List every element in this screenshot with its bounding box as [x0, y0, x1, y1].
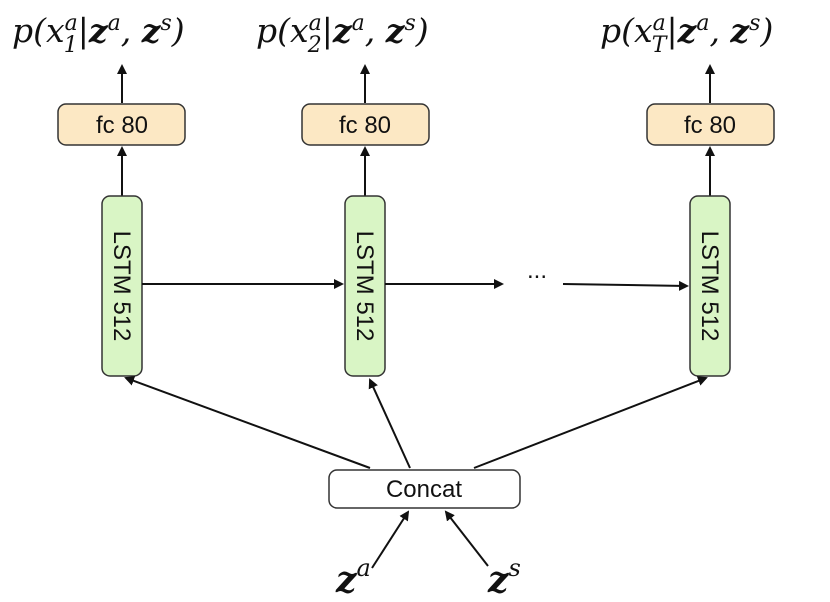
ellipsis: ...	[527, 257, 547, 284]
lstm-box-2	[344, 195, 386, 377]
lstm-block-2: LSTM 512	[344, 195, 386, 377]
fc-block-T: fc 80	[646, 103, 775, 146]
arrow-za-to-concat	[371, 510, 410, 569]
fc-block-2: fc 80	[301, 103, 430, 146]
arrow-ellipsis-to-lstmT	[562, 280, 689, 291]
lstm-box-T	[689, 195, 731, 377]
fc-label-T: fc 80	[684, 112, 736, 139]
fc-box-2	[301, 103, 430, 146]
arrow-zs-to-concat	[444, 510, 489, 567]
input-label-zs: zs	[487, 554, 521, 601]
lstm-label-T: LSTM 512	[696, 231, 723, 342]
arrow-concat-to-lstm2	[368, 378, 411, 469]
fc-block-1: fc 80	[57, 103, 186, 146]
fc-label-1: fc 80	[96, 112, 148, 139]
input-label-za: za	[335, 554, 371, 601]
lstm-label-2: LSTM 512	[351, 231, 378, 342]
concat-label: Concat	[386, 476, 462, 503]
arrow-concat-to-lstm1	[124, 376, 371, 469]
concat-box	[328, 469, 521, 509]
concat-block: Concat	[328, 469, 521, 509]
arrow-concat-to-lstmT	[473, 376, 708, 469]
lstm-block-T: LSTM 512	[689, 195, 731, 377]
lstm-block-1: LSTM 512	[101, 195, 143, 377]
fc-box-1	[57, 103, 186, 146]
lstm-box-1	[101, 195, 143, 377]
fc-label-2: fc 80	[339, 112, 391, 139]
fc-box-T	[646, 103, 775, 146]
lstm-label-1: LSTM 512	[108, 231, 135, 342]
